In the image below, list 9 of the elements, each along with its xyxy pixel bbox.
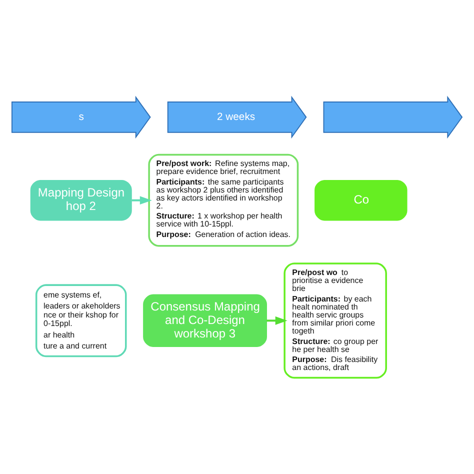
node-arrow [323,95,463,138]
arrow [132,196,152,204]
node-box: Pre/post work: Refine systems map, prepare evidence brief, recruitment Participants: the same participants as workshop 2 plus others identified as key actors identified in workshop 2. Structure: 1 x workshop per health service with 10-15ppl. Purpose: Generation of action ideas. [148,153,299,246]
node-box: eme systems ef, leaders or akeholders nce or their kshop for 0-15ppl. ar health ture a and current [35,284,127,357]
node-box: Consensus Mapping and Co-Design workshop 3 [143,294,267,347]
node-box: Co [314,179,408,220]
node-box: Mapping Design hop 2 [30,179,132,220]
node-box: Pre/post wo to prioritise a evidence brie Participants: by each healt nominated th health servic groups from similar priori come togeth Structure: co group per he per health se Purpose: Dis feasibility an actions, draft [284,262,387,378]
arrow [266,316,288,324]
